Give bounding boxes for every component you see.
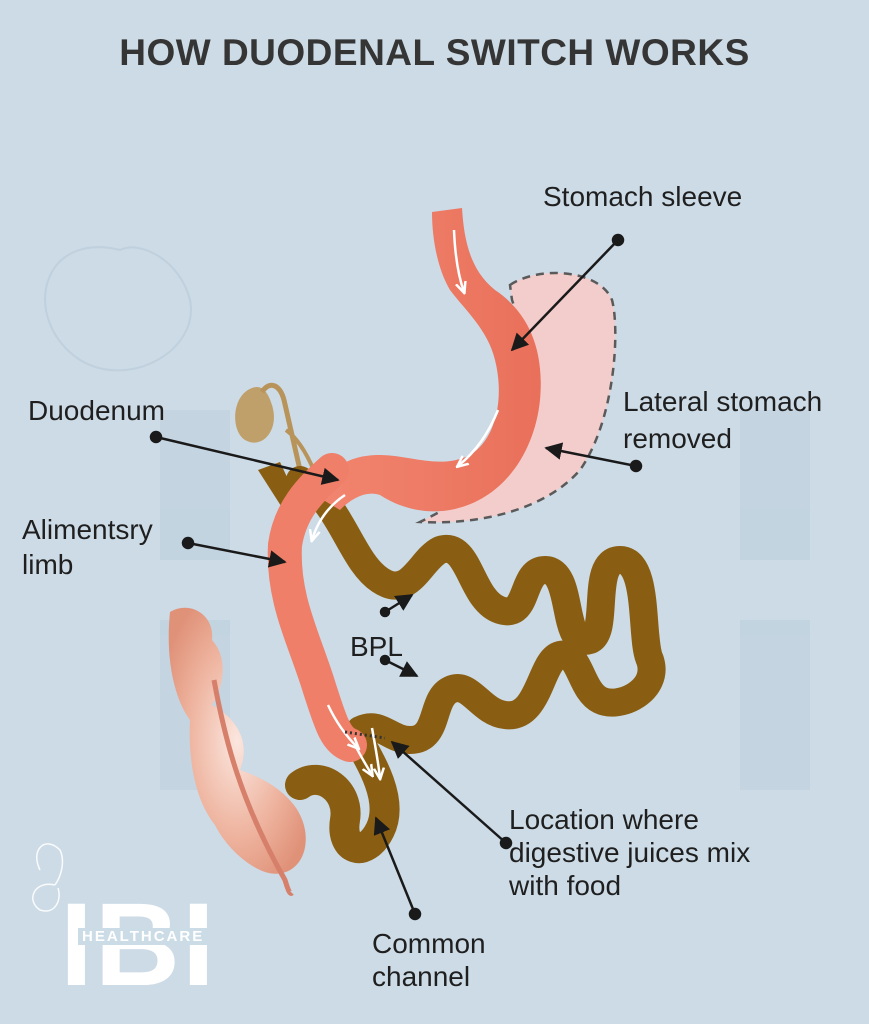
anastomosis-mark — [344, 730, 386, 740]
stomach-sleeve — [315, 208, 541, 512]
label-duodenum: Duodenum — [28, 395, 165, 426]
stomach-sleeve-callout — [510, 233, 625, 352]
bpl-callout-lower — [379, 654, 419, 678]
alimentary-limb — [267, 453, 367, 762]
label-alimentary-2: limb — [22, 549, 74, 580]
label-location-3: with food — [509, 870, 622, 901]
label-bpl: BPL — [350, 631, 403, 662]
pancreas — [168, 607, 306, 896]
logo-main: IBI — [60, 879, 217, 1011]
bpl-callout-upper — [379, 593, 414, 618]
label-common-channel-1: Common — [372, 928, 486, 959]
label-common-channel-2: channel — [372, 961, 471, 992]
logo-sub: HEALTHCARE — [78, 928, 209, 945]
alimentary-limb-callout — [181, 536, 287, 568]
duodenum-callout — [149, 430, 340, 485]
flow-arrows — [312, 229, 500, 778]
biliopancreatic-limb — [286, 466, 666, 754]
location-callout — [390, 740, 513, 850]
logo-butterfly-icon — [32, 843, 64, 912]
label-lateral-stomach-2: removed — [623, 423, 732, 454]
callout-arrows — [149, 233, 643, 921]
label-alimentary-1: Alimentsry — [22, 514, 153, 545]
common-channel-callout — [373, 816, 422, 921]
removed-stomach-area — [419, 271, 617, 524]
label-lateral-stomach-1: Lateral stomach — [623, 386, 823, 417]
diagram-title: HOW DUODENAL SWITCH WORKS — [119, 32, 750, 73]
lateral-stomach-callout — [544, 442, 643, 473]
label-location-1: Location where — [509, 804, 699, 835]
label-stomach-sleeve: Stomach sleeve — [543, 181, 743, 212]
label-location-2: digestive juices mix — [509, 837, 751, 868]
